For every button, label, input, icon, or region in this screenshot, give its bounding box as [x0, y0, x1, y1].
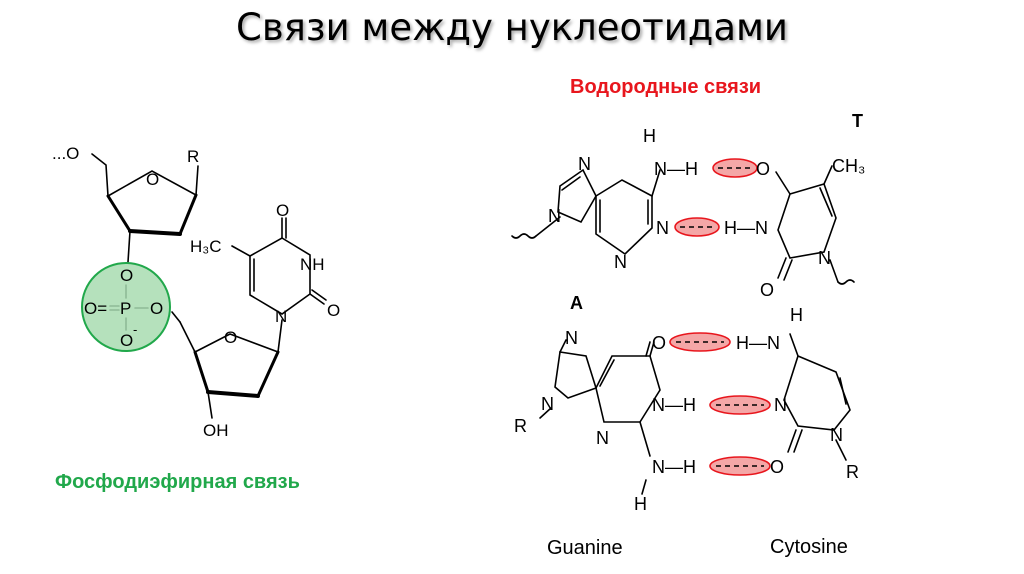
thymine-methyl-right: CH₃	[832, 156, 865, 176]
cytosine-caption: Cytosine	[770, 536, 848, 558]
adenine-n-ring2: N	[548, 206, 561, 226]
adenine-n-bond: N	[656, 218, 669, 238]
guanine-h-bottom: H	[634, 494, 647, 514]
sugar-ring-oxygen-lower: O	[224, 328, 237, 347]
adenine-label: A	[570, 293, 583, 313]
thymine-carbonyl-right: O	[327, 301, 340, 320]
adenine-n-bottom: N	[614, 252, 627, 272]
guanine-caption: Guanine	[547, 537, 623, 559]
thymine-label: T	[852, 111, 863, 131]
amine-nh: N—H	[654, 159, 698, 179]
cytosine-n: N	[774, 395, 787, 415]
cytosine-h-top: H	[790, 305, 803, 325]
hbond-marker	[709, 456, 771, 476]
thymine-o-bottom: O	[760, 280, 774, 300]
guanine-nh: N—H	[652, 395, 696, 415]
phosphate-charge: -	[133, 322, 137, 337]
guanine-n-top: N	[565, 328, 578, 348]
slide-title: Связи между нуклеотидами	[236, 6, 788, 49]
guanine-n-ring: N	[596, 428, 609, 448]
hbond-marker	[709, 395, 771, 415]
adenine-thymine-pair	[511, 165, 855, 285]
hydrogen-bond-markers	[669, 158, 771, 476]
sugar-ring-oxygen: O	[146, 170, 159, 189]
r-group-label: R	[187, 147, 199, 166]
hbond-marker	[712, 158, 758, 178]
guanine-o: O	[652, 333, 666, 353]
phosphodiester-bond-label: Фосфодиэфирная связь	[55, 471, 300, 493]
guanine-cytosine-pair	[539, 333, 851, 495]
phosphate-o-right: O	[150, 299, 163, 318]
guanine-n-left: N	[541, 394, 554, 414]
amine-h: H	[643, 126, 656, 146]
thymine-o-top: O	[756, 159, 770, 179]
thymine-n-bottom: N	[818, 248, 831, 268]
cytosine-r: R	[846, 462, 859, 482]
hbond-marker	[669, 332, 731, 352]
chain-in-label: ...O	[52, 144, 79, 163]
thymine-n: N	[275, 307, 287, 326]
phosphate-o-double: O=	[84, 299, 107, 318]
thymine-methyl: H₃C	[190, 237, 221, 256]
phosphorus-label: P	[120, 299, 131, 318]
hbond-marker	[674, 217, 720, 237]
cytosine-hn: H—N	[736, 333, 780, 353]
thymine-carbonyl-top: O	[276, 201, 289, 220]
cytosine-n-bottom: N	[830, 425, 843, 445]
guanine-r: R	[514, 416, 527, 436]
adenine-n-ring1: N	[578, 154, 591, 174]
hydroxyl-label: OH	[203, 421, 229, 440]
thymine-nh: NH	[300, 255, 325, 274]
cytosine-o: O	[770, 457, 784, 477]
guanine-nh2: N—H	[652, 457, 696, 477]
hydrogen-bonds-label: Водородные связи	[570, 76, 762, 98]
phosphate-o-bottom: O	[120, 331, 133, 350]
phosphate-group-highlight	[81, 262, 171, 352]
thymine-hn: H—N	[724, 218, 768, 238]
phosphate-o-top: O	[120, 266, 133, 285]
